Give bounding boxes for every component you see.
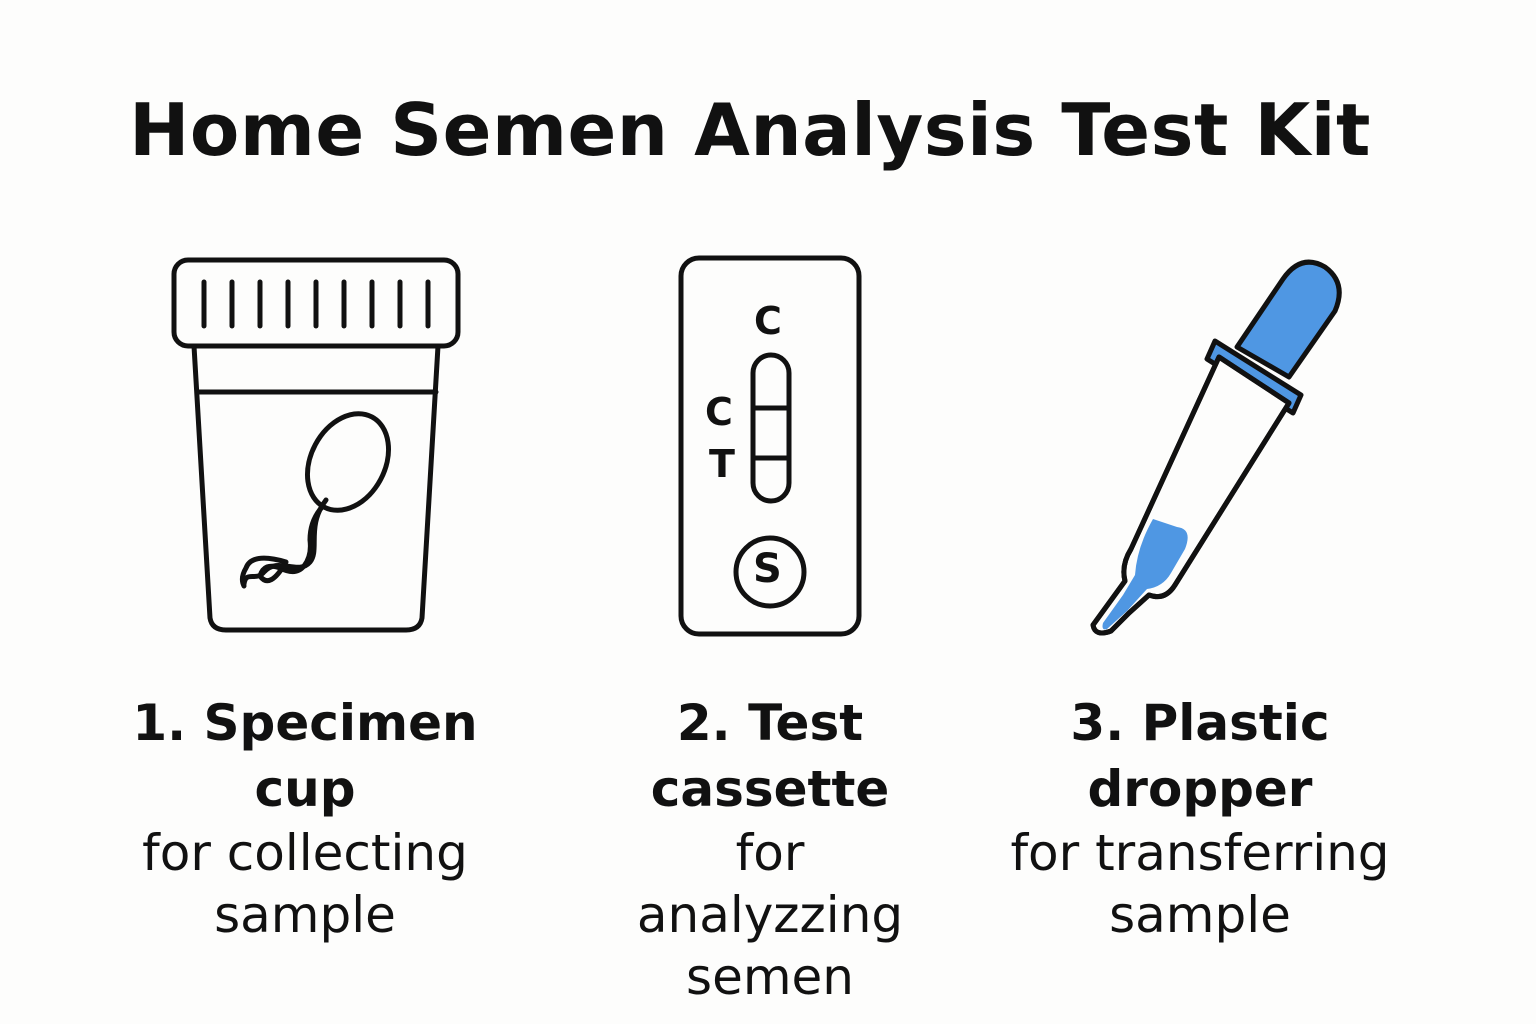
sample-well <box>733 535 807 609</box>
test-cassette-icon: C C T S <box>678 255 862 637</box>
caption-3-desc-line-2: sample <box>1109 886 1291 944</box>
caption-test-cassette: 2. Test cassette for analyzzing semen <box>555 690 985 1008</box>
dropper-tube <box>1090 354 1292 636</box>
caption-3-desc-line-1: for transferring <box>1010 824 1390 882</box>
page-title: Home Semen Analysis Test Kit <box>129 88 1371 172</box>
cassette-side-t-label: T <box>709 442 735 486</box>
caption-2-heading-line-1: 2. Test cassette <box>650 694 890 818</box>
cassette-side-c-label: C <box>705 390 733 434</box>
caption-2-desc-line-1: for <box>735 824 805 882</box>
plastic-dropper-icon <box>1090 259 1342 636</box>
result-window <box>750 352 792 504</box>
cassette-top-c-label: C <box>754 299 782 343</box>
lid-ridges <box>201 279 431 329</box>
sperm-head-icon <box>304 411 392 513</box>
cassette-sample-label: S <box>753 546 782 592</box>
caption-1-desc-line-1: for collecting <box>142 824 468 882</box>
caption-1-heading-line-2: cup <box>254 760 356 818</box>
cup-lid <box>171 257 461 349</box>
cup-body <box>191 343 441 633</box>
caption-2-desc-line-2: analyzzing <box>636 886 904 944</box>
caption-plastic-dropper: 3. Plastic dropper for transferring samp… <box>1000 690 1400 946</box>
caption-1-heading-line-1: 1. Specimen <box>132 694 478 752</box>
caption-3-heading-line-1: 3. Plastic <box>1070 694 1330 752</box>
specimen-cup-icon <box>171 257 461 633</box>
caption-specimen-cup: 1. Specimen cup for collecting sample <box>120 690 490 946</box>
caption-1-desc-line-2: sample <box>214 886 396 944</box>
dropper-liquid <box>1102 519 1188 630</box>
dropper-bulb <box>1234 259 1342 380</box>
caption-3-heading-line-2: dropper <box>1087 760 1313 818</box>
cassette-body <box>678 255 862 637</box>
caption-2-desc-line-3: semen <box>686 948 854 1006</box>
